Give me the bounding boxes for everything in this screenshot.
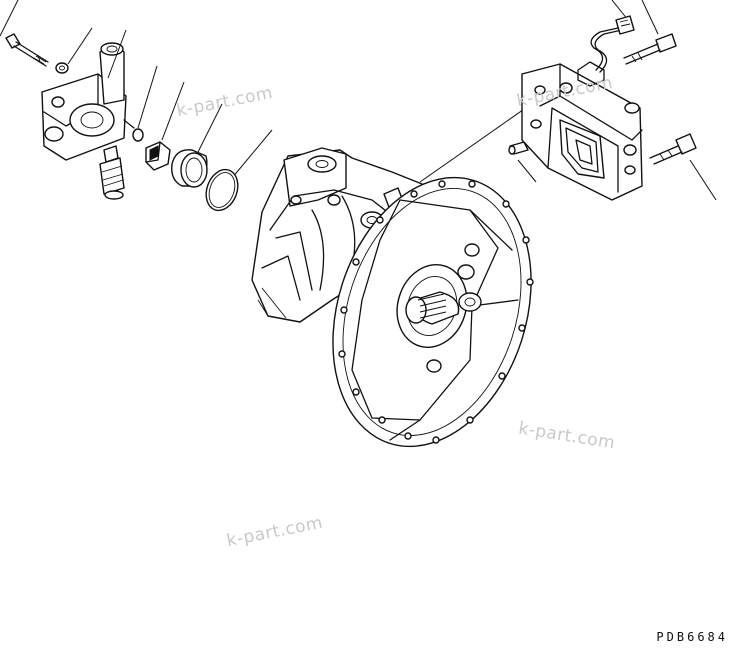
coupling-icon [145, 141, 171, 171]
pump-flange-icon [332, 176, 534, 448]
o-ring-small-icon [132, 128, 144, 142]
sensor-icon [99, 145, 125, 200]
bolt-icon [623, 33, 677, 65]
valve-housing-icon [41, 42, 135, 161]
wire-harness-icon [590, 15, 635, 73]
bolt-icon [649, 133, 697, 165]
bushing-icon [171, 149, 208, 188]
flange-bolt-holes [338, 180, 534, 444]
o-ring-large-icon [205, 168, 239, 212]
sensor-leader [107, 29, 127, 79]
bolt-icon [5, 33, 49, 67]
regulator-block-icon [521, 61, 643, 201]
dowel-pin-icon [508, 141, 529, 155]
washer-icon [55, 62, 69, 74]
drawing-code: PDB6684 [656, 630, 728, 644]
